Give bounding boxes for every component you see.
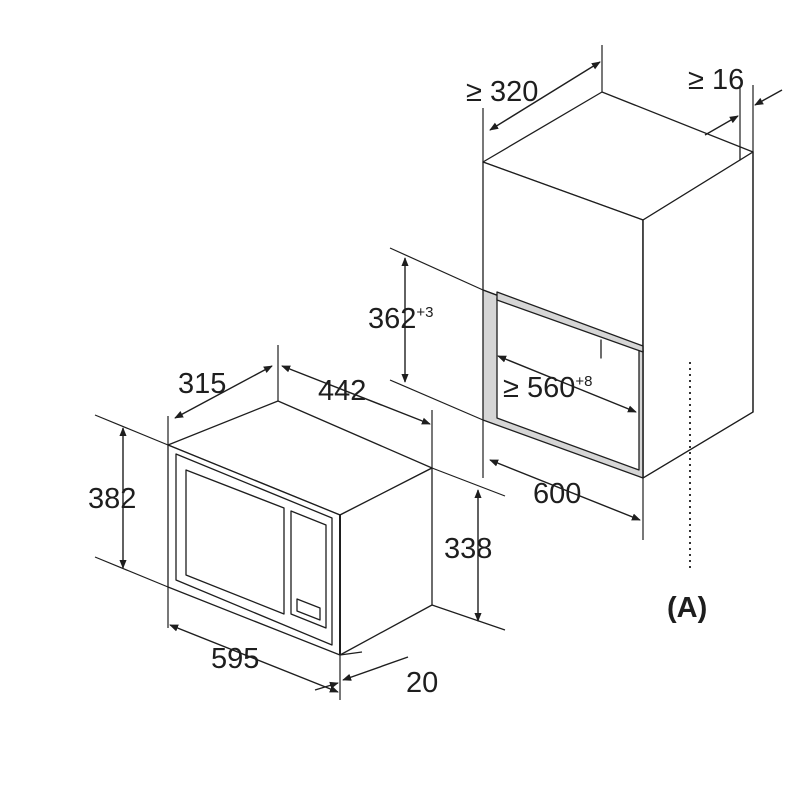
dim-arrow-16b — [754, 89, 783, 106]
dim-arrow-560 — [497, 355, 637, 413]
label-595: 595 — [211, 643, 259, 675]
label-338: 338 — [444, 533, 492, 565]
oven-display — [296, 598, 321, 621]
dim-arrow-16 — [704, 115, 739, 136]
microwave-oven — [167, 400, 433, 656]
label-20: 20 — [406, 667, 438, 699]
dim-arrow-20b — [314, 681, 339, 691]
label-315: 315 — [178, 368, 226, 400]
label-362-value: 362 — [368, 303, 416, 335]
label-320: ≥ 320 — [466, 76, 538, 108]
label-600: 600 — [533, 478, 581, 510]
label-382: 382 — [88, 483, 136, 515]
label-marker-a: (A) — [667, 592, 707, 624]
dim-arrow-442 — [281, 365, 431, 425]
label-560: ≥ 560+8 — [503, 372, 592, 404]
label-16: ≥ 16 — [688, 64, 744, 96]
label-362: 362+3 — [368, 303, 434, 335]
oven-door-window — [185, 469, 285, 615]
label-362-tolerance: +3 — [416, 304, 433, 321]
dim-arrow-315 — [174, 365, 273, 419]
dim-arrow-20 — [342, 656, 409, 681]
dimension-labels: 315 442 382 338 595 20 ≥ 320 ≥ 16 362+3 … — [88, 64, 744, 699]
label-560-tolerance: +8 — [575, 373, 592, 390]
dim-arrow-595 — [169, 624, 339, 693]
label-442: 442 — [318, 375, 366, 407]
label-560-value: ≥ 560 — [503, 372, 575, 404]
dim-arrow-600 — [489, 459, 641, 521]
cabinet — [482, 91, 754, 479]
dim-arrow-320 — [489, 61, 601, 131]
dimension-lines — [94, 45, 783, 700]
